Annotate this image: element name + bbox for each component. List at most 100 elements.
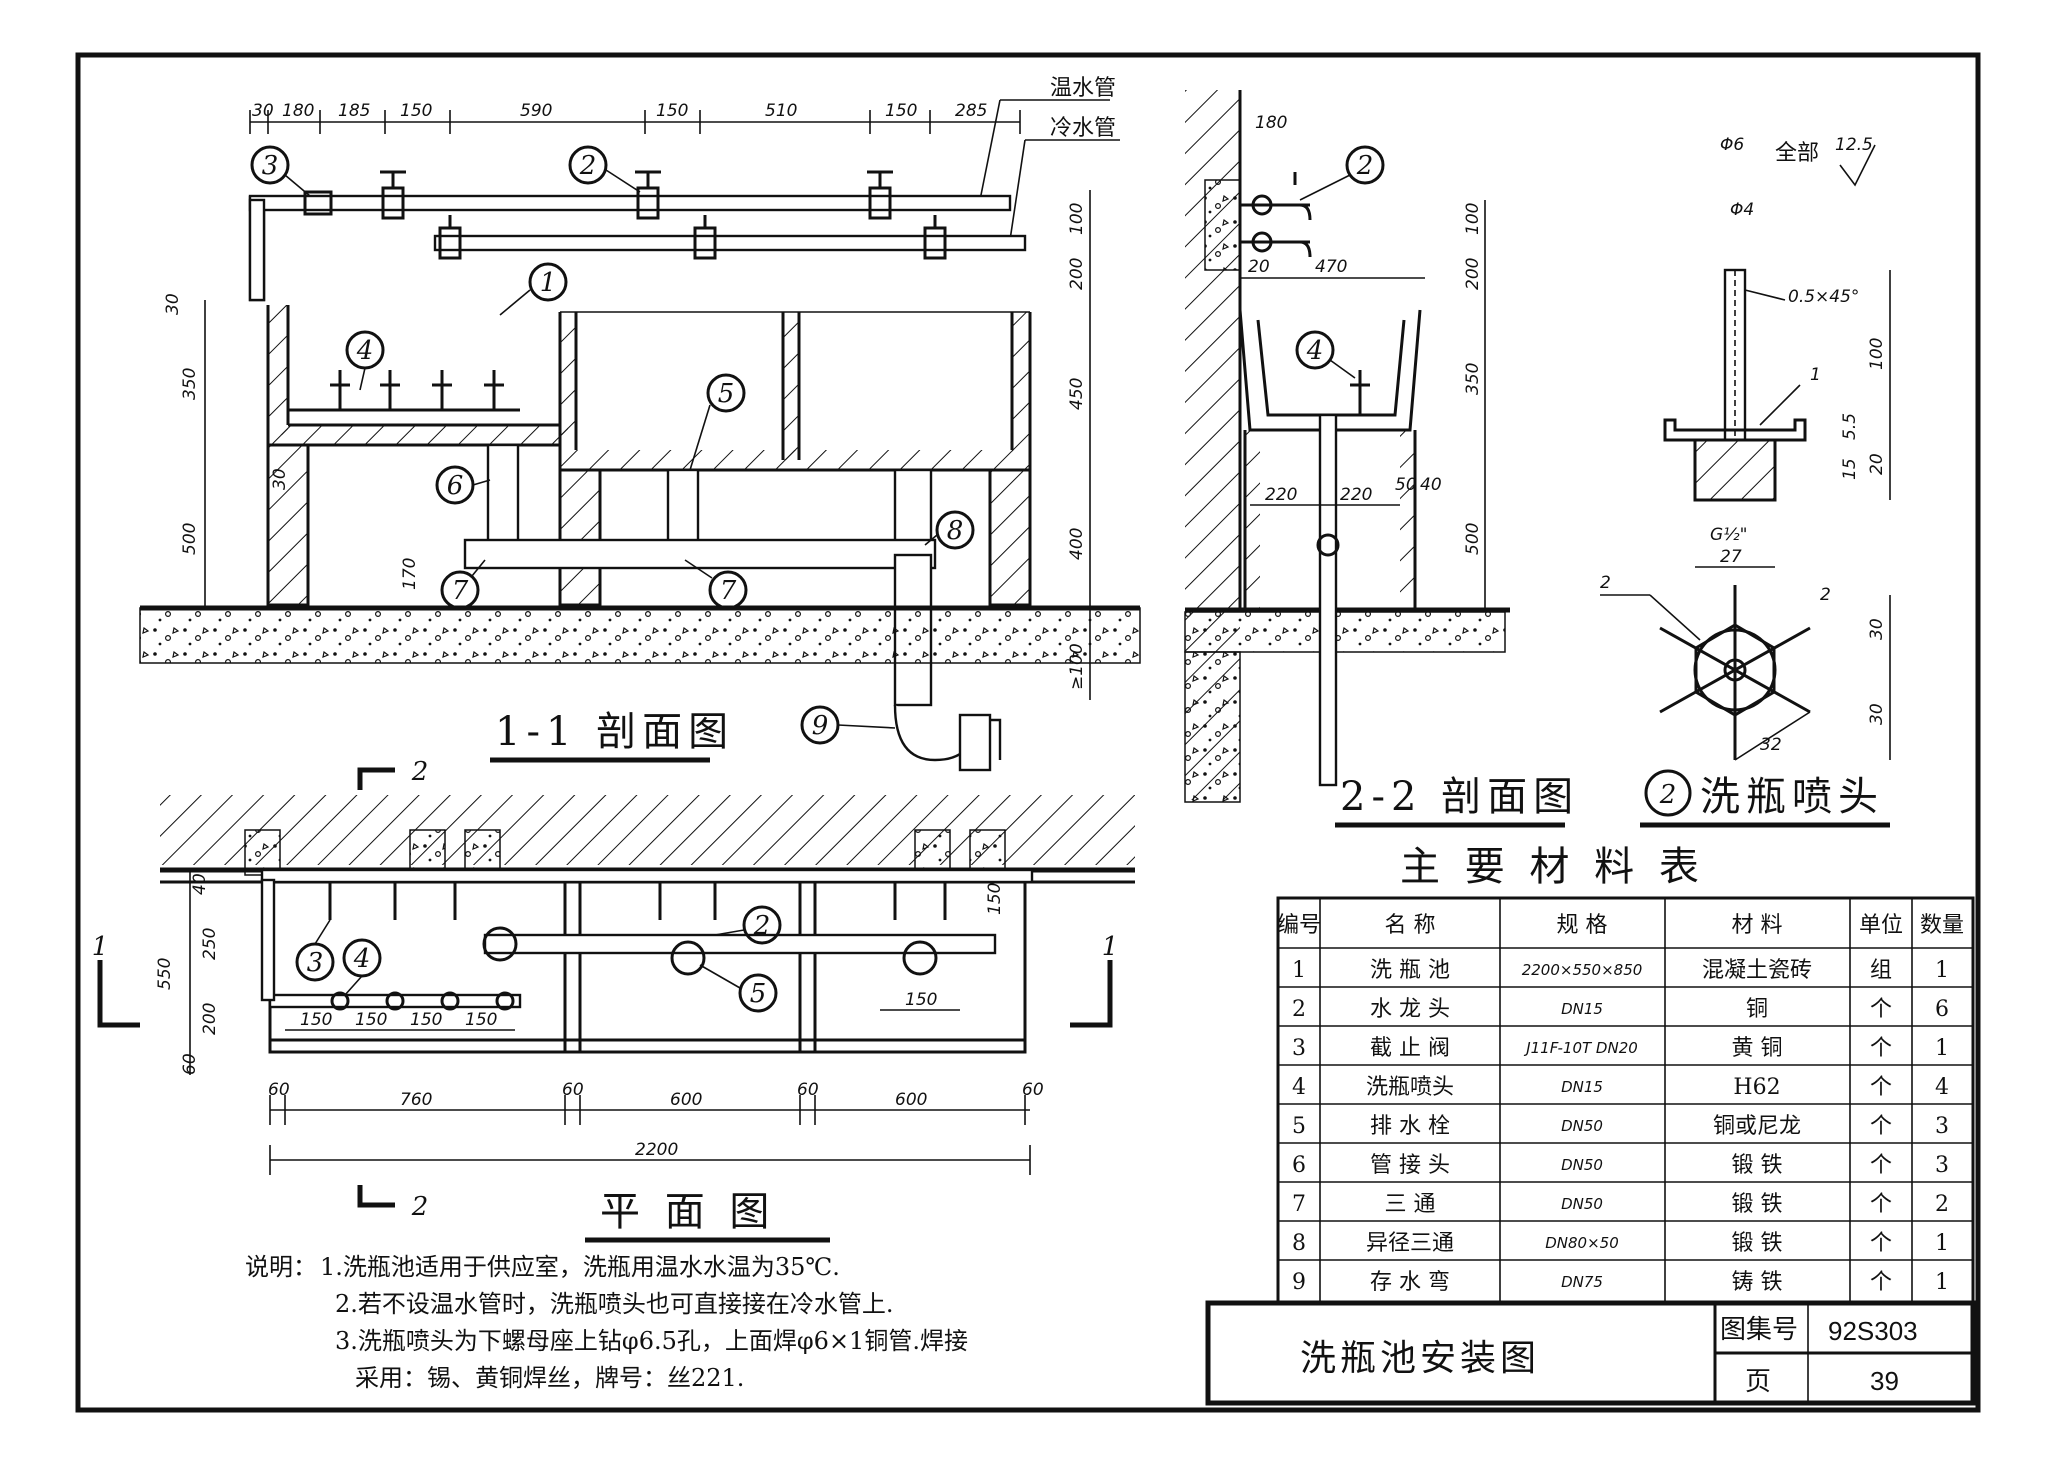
svg-text:组: 组 xyxy=(1870,958,1892,983)
plan-dim-60-c: 60 xyxy=(797,1080,819,1100)
svg-text:个: 个 xyxy=(1870,1114,1892,1139)
header-no: 编号 xyxy=(1277,913,1321,938)
callout-6: 6 xyxy=(435,465,491,505)
svg-text:个: 个 xyxy=(1870,1192,1892,1217)
callout-8: 8 xyxy=(924,510,975,550)
dim-top-150c: 150 xyxy=(885,101,917,121)
svg-text:锻 铁: 锻 铁 xyxy=(1732,1153,1783,1178)
dim-thread: G½" xyxy=(1710,525,1747,545)
svg-text:4: 4 xyxy=(1306,336,1324,366)
svg-text:7: 7 xyxy=(720,576,737,606)
dim-chamfer: 0.5×45° xyxy=(1788,287,1859,307)
atlas-number: 92S303 xyxy=(1828,1316,1918,1346)
callout-2-2-2: 2 xyxy=(1299,145,1385,201)
dim-30b: 30 xyxy=(1867,703,1887,725)
plan-dim-600-a: 600 xyxy=(670,1090,702,1110)
svg-text:1: 1 xyxy=(1935,1231,1949,1256)
warm-water-pipe-label: 温水管 xyxy=(1050,76,1116,101)
materials-table-title: 主 要 材 料 表 xyxy=(1400,844,1705,890)
svg-text:1: 1 xyxy=(540,268,557,298)
header-unit: 单位 xyxy=(1859,913,1903,938)
dim-right-100-min: ≥100 xyxy=(1067,643,1087,690)
svg-text:2: 2 xyxy=(753,911,771,941)
drawing-title: 洗瓶池安装图 xyxy=(1300,1338,1540,1379)
svg-text:异径三通: 异径三通 xyxy=(1366,1231,1454,1256)
dim-2-2-50: 50 xyxy=(1395,475,1417,495)
plan-dim-150-5: 150 xyxy=(905,990,937,1010)
svg-text:黄 铜: 黄 铜 xyxy=(1732,1036,1783,1061)
svg-text:8: 8 xyxy=(947,516,964,546)
svg-text:3: 3 xyxy=(1935,1114,1949,1139)
svg-text:管 接 头: 管 接 头 xyxy=(1370,1153,1450,1178)
notes-block: 说明： 1.洗瓶池适用于供应室，洗瓶用温水水温为35℃. 2.若不设温水管时，洗… xyxy=(245,1253,968,1392)
dim-100: 100 xyxy=(1867,338,1887,370)
svg-text:9: 9 xyxy=(812,711,829,741)
sheet-border xyxy=(75,52,1981,1413)
svg-text:2: 2 xyxy=(1292,997,1306,1022)
section-1-1-title: 1-1 剖面图 xyxy=(495,709,734,755)
dim-right-200: 200 xyxy=(1067,258,1087,290)
dim-2-2-220a: 220 xyxy=(1265,485,1297,505)
svg-text:个: 个 xyxy=(1870,1231,1892,1256)
spray-head-title: 洗瓶喷头 xyxy=(1700,774,1884,820)
svg-text:DN50: DN50 xyxy=(1561,1195,1603,1213)
svg-text:排 水 栓: 排 水 栓 xyxy=(1370,1114,1450,1139)
dim-5-5: 5.5 xyxy=(1840,413,1860,440)
plan-callout-3: 3 xyxy=(295,919,335,982)
svg-text:3: 3 xyxy=(262,151,279,181)
svg-text:4: 4 xyxy=(1292,1075,1306,1100)
section-mark-1-right: 1 xyxy=(1102,932,1119,962)
callout-4: 4 xyxy=(345,330,385,391)
plan-callout-4: 4 xyxy=(342,938,382,996)
section-2-2-view: 2 4 180 20 470 100 200 350 500 220 220 5… xyxy=(1184,90,1573,828)
plan-dim-150-6: 150 xyxy=(985,883,1005,915)
svg-text:6: 6 xyxy=(1292,1153,1306,1178)
dim-top-185: 185 xyxy=(338,101,370,121)
dim-phi6: Φ6 xyxy=(1720,135,1744,155)
plan-dim-60-a: 60 xyxy=(268,1080,290,1100)
dim-20: 20 xyxy=(1867,453,1887,475)
plan-dim-200: 200 xyxy=(200,1003,220,1035)
svg-text:DN15: DN15 xyxy=(1561,1078,1603,1096)
svg-text:4: 4 xyxy=(356,336,374,366)
svg-text:个: 个 xyxy=(1870,1270,1892,1295)
svg-text:8: 8 xyxy=(1292,1231,1306,1256)
plan-dim-760: 760 xyxy=(400,1090,432,1110)
callout-3: 3 xyxy=(250,145,311,197)
svg-text:DN50: DN50 xyxy=(1561,1156,1603,1174)
dim-32: 32 xyxy=(1760,735,1782,755)
dim-top-510: 510 xyxy=(765,101,797,121)
svg-text:2: 2 xyxy=(1935,1192,1949,1217)
header-name: 名 称 xyxy=(1385,913,1436,938)
svg-text:3: 3 xyxy=(1935,1153,1949,1178)
dim-2-2-220b: 220 xyxy=(1340,485,1372,505)
page-number: 39 xyxy=(1870,1366,1899,1396)
detail-number-circle xyxy=(1644,769,1692,817)
svg-text:5: 5 xyxy=(750,979,767,1009)
dim-30a: 30 xyxy=(1867,618,1887,640)
callout-2-2-4: 4 xyxy=(1295,330,1356,379)
svg-text:7: 7 xyxy=(452,576,469,606)
atlas-label: 图集号 xyxy=(1720,1314,1798,1344)
plan-dim-60: 60 xyxy=(180,1053,200,1075)
callout-1: 1 xyxy=(499,262,568,316)
spray-head-detail: Φ6 全部 12.5 Φ4 0.5×45° 1 100 5.5 15 20 G½… xyxy=(1600,135,1891,828)
dim-weld-2a: 2 xyxy=(1600,573,1611,593)
svg-text:7: 7 xyxy=(1292,1192,1306,1217)
section-mark-1-left: 1 xyxy=(92,932,109,962)
callout-7b: 7 xyxy=(684,559,748,610)
callout-9: 9 xyxy=(800,705,896,745)
dim-top-150b: 150 xyxy=(656,101,688,121)
dim-top-285: 285 xyxy=(955,101,987,121)
section-mark-2-top: 2 xyxy=(411,757,429,787)
dim-left-30b: 30 xyxy=(270,468,290,490)
svg-text:5: 5 xyxy=(1292,1114,1306,1139)
dim-15: 15 xyxy=(1840,458,1860,480)
